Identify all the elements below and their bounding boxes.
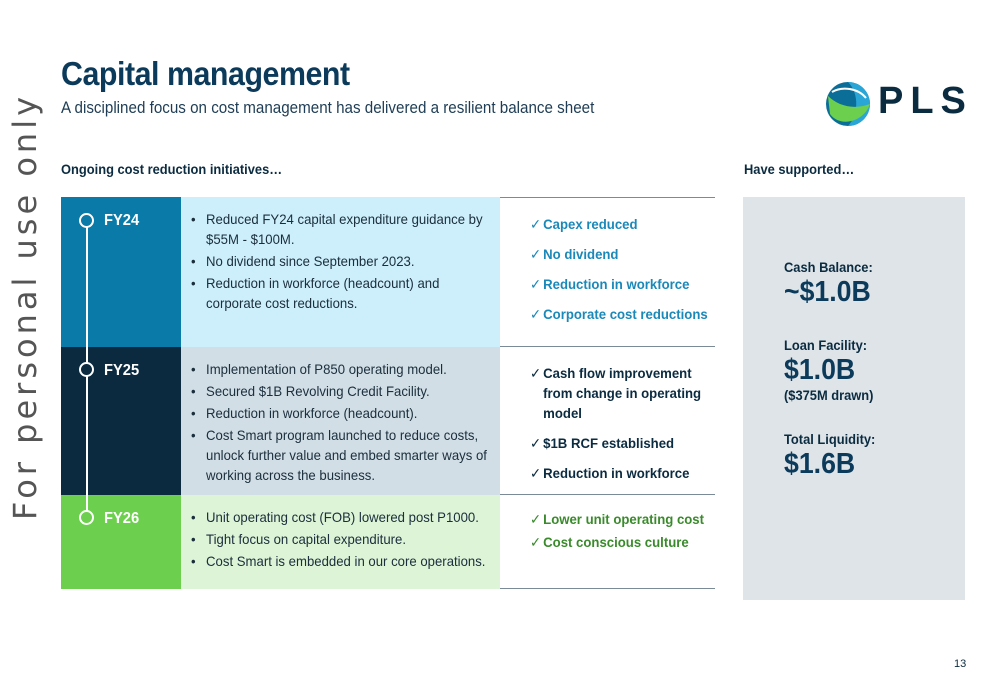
checks-cell: ✓Cash flow improvement from change in op… [500, 347, 715, 495]
cash-balance-label: Cash Balance: [784, 259, 873, 275]
timeline-dot-icon [79, 510, 94, 525]
description-cell: Implementation of P850 operating model. … [181, 347, 500, 495]
check-item: ✓Cost conscious culture [530, 534, 689, 550]
year-label: FY24 [104, 212, 140, 229]
section-heading-supported: Have supported… [744, 161, 855, 177]
cash-balance-block: Cash Balance: ~$1.0B [784, 259, 965, 309]
total-liquidity-label: Total Liquidity: [784, 431, 876, 447]
loan-facility-note: ($375M drawn) [784, 387, 874, 403]
cash-balance-value: ~$1.0B [784, 276, 871, 308]
loan-facility-label: Loan Facility: [784, 337, 868, 353]
bullet-item: Secured $1B Revolving Credit Facility. [191, 381, 489, 401]
check-item: ✓Reduction in workforce [530, 276, 690, 292]
check-item: ✓$1B RCF established [530, 435, 675, 451]
bullet-item: Reduction in workforce (headcount) and c… [191, 273, 489, 313]
loan-facility-block: Loan Facility: $1.0B ($375M drawn) [784, 337, 965, 403]
timeline-dot-icon [79, 362, 94, 377]
pls-logo-icon [826, 82, 870, 126]
bullet-item: Tight focus on capital expenditure. [191, 529, 489, 549]
page-subtitle: A disciplined focus on cost management h… [61, 99, 595, 117]
check-icon: ✓ [530, 465, 542, 481]
logo-text: PLS [878, 80, 973, 122]
check-item: ✓No dividend [530, 246, 619, 262]
check-icon: ✓ [530, 246, 542, 262]
check-icon: ✓ [530, 511, 542, 527]
bullet-item: Cost Smart program launched to reduce co… [191, 425, 489, 485]
check-item: ✓Capex reduced [530, 216, 638, 232]
year-label: FY26 [104, 510, 140, 527]
bullet-item: Reduction in workforce (headcount). [191, 403, 489, 423]
check-icon: ✓ [530, 435, 542, 451]
description-cell: Reduced FY24 capital expenditure guidanc… [181, 197, 500, 347]
page-title: Capital management [61, 55, 350, 92]
check-icon: ✓ [530, 216, 542, 232]
check-icon: ✓ [530, 306, 542, 322]
year-cell: FY26 [61, 495, 181, 589]
year-label: FY25 [104, 362, 140, 379]
loan-facility-value: $1.0B [784, 354, 856, 386]
check-icon: ✓ [530, 534, 542, 550]
row-fy25: FY25 Implementation of P850 operating mo… [61, 347, 715, 495]
watermark: For personal use only [6, 92, 44, 520]
row-fy24: FY24 Reduced FY24 capital expenditure gu… [61, 197, 715, 347]
year-cell: FY25 [61, 347, 181, 495]
timeline-dot-icon [79, 213, 94, 228]
check-item: ✓Lower unit operating cost [530, 511, 705, 527]
total-liquidity-value: $1.6B [784, 448, 856, 480]
bullet-item: Cost Smart is embedded in our core opera… [191, 551, 489, 571]
bullet-item: Implementation of P850 operating model. [191, 359, 489, 379]
bullet-item: Reduced FY24 capital expenditure guidanc… [191, 209, 489, 249]
check-item: ✓Corporate cost reductions [530, 306, 708, 322]
bullet-item: Unit operating cost (FOB) lowered post P… [191, 507, 489, 527]
check-item: ✓Cash flow improvement from change in op… [530, 365, 702, 421]
total-liquidity-block: Total Liquidity: $1.6B [784, 431, 965, 481]
row-fy26: FY26 Unit operating cost (FOB) lowered p… [61, 495, 715, 589]
summary-panel: Cash Balance: ~$1.0B Loan Facility: $1.0… [743, 197, 965, 600]
check-icon: ✓ [530, 276, 542, 292]
check-item: ✓Reduction in workforce [530, 465, 690, 481]
section-heading-initiatives: Ongoing cost reduction initiatives… [61, 161, 283, 177]
description-cell: Unit operating cost (FOB) lowered post P… [181, 495, 500, 589]
checks-cell: ✓Lower unit operating cost ✓Cost conscio… [500, 495, 715, 589]
bullet-item: No dividend since September 2023. [191, 251, 489, 271]
checks-cell: ✓Capex reduced ✓No dividend ✓Reduction i… [500, 197, 715, 347]
check-icon: ✓ [530, 365, 542, 381]
page-number: 13 [954, 658, 967, 670]
